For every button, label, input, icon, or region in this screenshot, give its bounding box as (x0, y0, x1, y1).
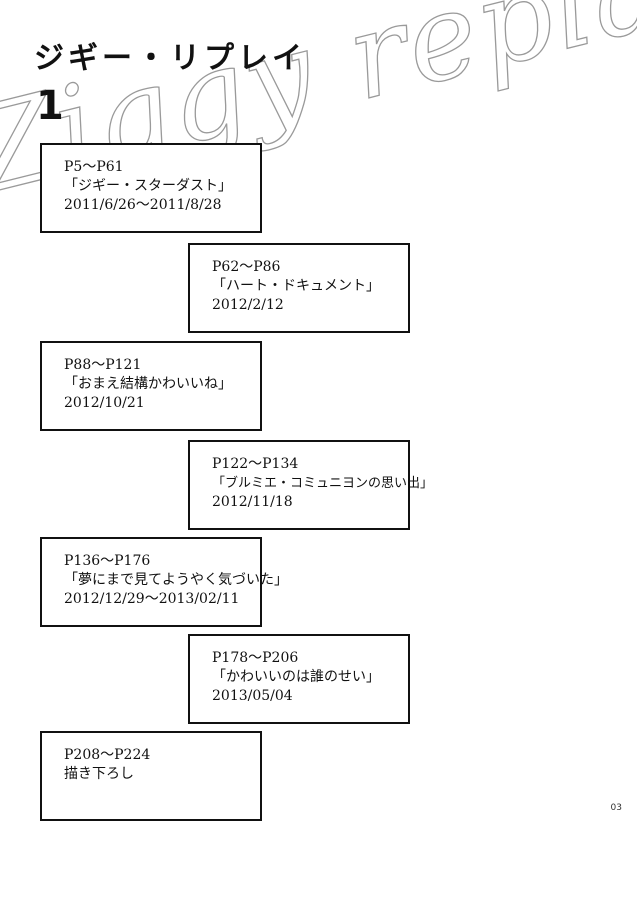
contents-entry: P5～P61 「ジギー・スターダスト」 2011/6/26～2011/8/28 (40, 143, 262, 233)
entry-story: 「ジギー・スターダスト」 (64, 178, 232, 194)
entry-pages: P122～P134 (212, 456, 299, 472)
contents-entry: P136～P176 「夢にまで見てようやく気づいた」 2012/12/29～20… (40, 537, 288, 627)
entry-story: 「かわいいのは誰のせい」 (212, 669, 380, 685)
volume-number: 1 (36, 83, 64, 129)
entry-pages: P178～P206 (212, 650, 299, 666)
entry-date: 2012/2/12 (212, 297, 284, 313)
entry-pages: P62～P86 (212, 259, 281, 275)
entry-story: 「ハート・ドキュメント」 (212, 278, 380, 294)
entry-story: 「おまえ結構かわいいね」 (64, 376, 232, 392)
entry-date: 2011/6/26～2011/8/28 (64, 197, 222, 213)
contents-entry: P178～P206 「かわいいのは誰のせい」 2013/05/04 (188, 634, 410, 724)
entry-pages: P208～P224 (64, 747, 151, 763)
entry-pages: P136～P176 (64, 553, 151, 569)
entry-date: 2012/11/18 (212, 494, 293, 510)
page-number: 03 (610, 803, 622, 813)
entry-story: 「夢にまで見てようやく気づいた」 (64, 572, 288, 588)
entry-date: 2012/12/29～2013/02/11 (64, 591, 240, 607)
contents-entry: P88～P121 「おまえ結構かわいいね」 2012/10/21 (40, 341, 262, 431)
entry-story: 「ブルミエ・コミュニヨンの思い出」 (212, 476, 434, 491)
entry-pages: P88～P121 (64, 357, 142, 373)
entry-date: 2012/10/21 (64, 395, 145, 411)
entry-date: 2013/05/04 (212, 688, 293, 704)
entry-story: 描き下ろし (64, 766, 134, 782)
book-title: ジギー・リプレイ (34, 41, 306, 76)
contents-entry: P208～P224 描き下ろし (40, 731, 262, 821)
contents-entry: P122～P134 「ブルミエ・コミュニヨンの思い出」 2012/11/18 (188, 440, 434, 530)
contents-entry: P62～P86 「ハート・ドキュメント」 2012/2/12 (188, 243, 410, 333)
entry-pages: P5～P61 (64, 159, 124, 175)
